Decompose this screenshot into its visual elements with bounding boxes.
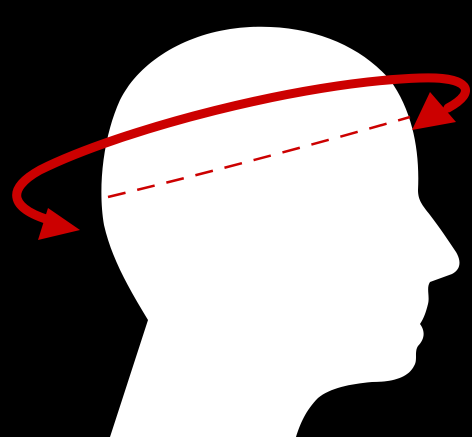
head-measurement-illustration xyxy=(0,0,472,437)
illustration-canvas xyxy=(0,0,472,437)
